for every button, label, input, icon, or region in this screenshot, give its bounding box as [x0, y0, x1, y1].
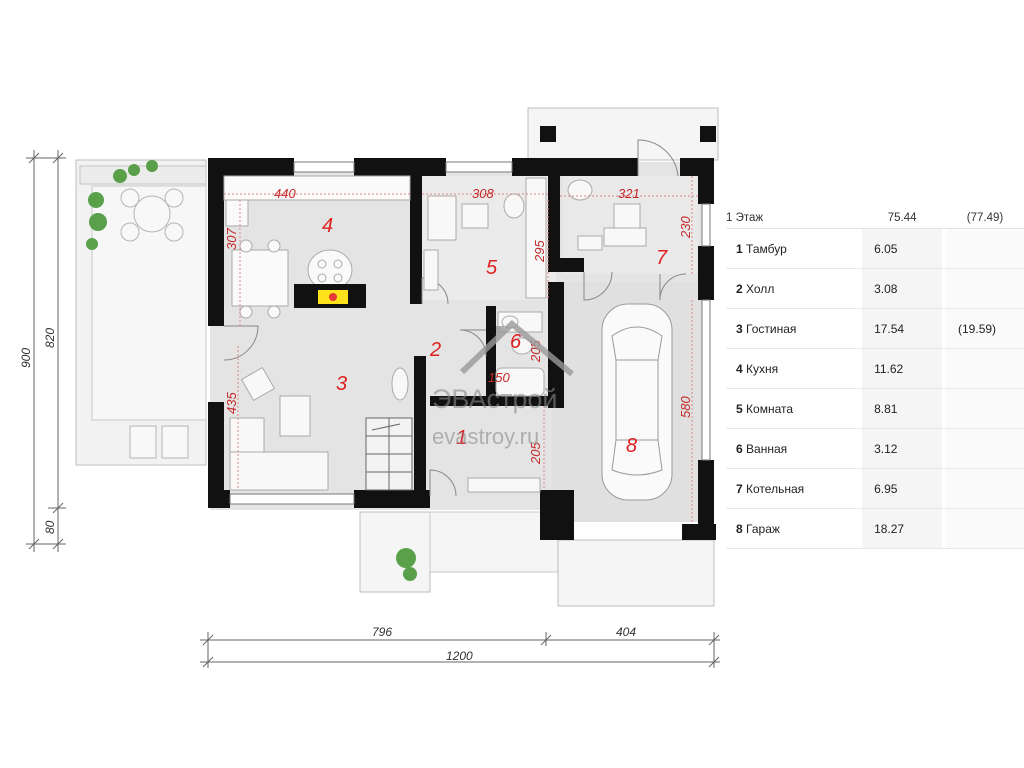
room-label: 8 Гараж [726, 522, 862, 536]
room-number-2: 2 [429, 339, 441, 361]
room-area-total [946, 389, 1024, 428]
room-area: 3.08 [862, 269, 943, 308]
watermark-site: evastroy.ru [432, 424, 539, 449]
terrace-furniture [120, 188, 189, 459]
room-label: 3 Гостиная [726, 322, 862, 336]
kitchen-depth-dim: 307 [224, 228, 239, 250]
dim-height-main: 820 [43, 328, 57, 348]
doors [223, 139, 687, 497]
room5-depth-dim: 295 [532, 240, 547, 263]
room-label: 7 Котельная [726, 482, 862, 496]
room-area-total [946, 349, 1024, 388]
room-name: Холл [746, 281, 775, 296]
floor-plan: 4 5 7 2 3 6 1 8 440 308 321 307 295 230 … [19, 107, 720, 668]
room-label: 2 Холл [726, 282, 862, 296]
room-number-1: 1 [456, 427, 467, 449]
kitchen-width-dim: 440 [274, 186, 296, 201]
room-label: 6 Ванная [726, 442, 862, 456]
room-number-7: 7 [656, 247, 668, 269]
room-number: 1 [736, 241, 743, 256]
floor-area: 75.44 [887, 212, 917, 224]
room-number: 5 [736, 401, 743, 416]
room-label: 1 Тамбур [726, 242, 862, 256]
room-area: 8.81 [862, 389, 943, 428]
room-numbers: 4 5 7 2 3 6 1 8 [322, 215, 668, 457]
room-label: 4 Кухня [726, 362, 862, 376]
room-area: 18.27 [862, 509, 943, 548]
room-number: 4 [736, 361, 743, 376]
porch [359, 107, 719, 607]
room-number: 8 [736, 521, 743, 536]
floor-label: 1 Этаж [726, 212, 764, 224]
room-number: 7 [736, 481, 743, 496]
room-number-5: 5 [486, 257, 498, 279]
room-name: Гараж [746, 521, 780, 536]
boiler-width-dim: 321 [618, 186, 640, 201]
walls [208, 126, 716, 540]
bath-fixtures [495, 311, 545, 397]
room-name: Кухня [746, 361, 779, 376]
room-name: Гостиная [746, 321, 797, 336]
boiler-equipment [567, 179, 647, 251]
room-area-total [946, 269, 1024, 308]
boiler-depth-dim: 230 [678, 216, 693, 239]
room-number-3: 3 [336, 373, 347, 395]
car [601, 303, 673, 501]
room-area-total [946, 229, 1024, 268]
room-number-4: 4 [322, 215, 333, 237]
room-area-total [946, 509, 1024, 548]
kitchen-furniture [223, 175, 411, 319]
living-depth-dim: 435 [224, 392, 239, 414]
room-number-6: 6 [510, 331, 522, 353]
room-number: 6 [736, 441, 743, 456]
room-label: 5 Комната [726, 402, 862, 416]
outer-dimension-lines [26, 150, 720, 668]
room-area: 6.05 [862, 229, 943, 268]
room-area: 11.62 [862, 349, 943, 388]
windows [229, 161, 711, 505]
room-name: Комната [746, 401, 794, 416]
room5-furniture [423, 177, 547, 299]
room-area-total [946, 429, 1024, 468]
dim-right-width: 404 [616, 625, 636, 639]
room-number-8: 8 [626, 435, 637, 457]
plants [86, 160, 417, 581]
room-name: Ванная [746, 441, 788, 456]
bath-width-dim: 150 [488, 370, 510, 385]
room-area: 17.54 [862, 309, 943, 348]
dim-overall-width: 1200 [446, 649, 473, 663]
watermark-brand: ЭВАстрой [432, 384, 558, 414]
room-area-total [946, 469, 1024, 508]
room-number: 2 [736, 281, 743, 296]
stairs [365, 417, 413, 491]
watermark-logo: ЭВАстрой evastroy.ru [432, 319, 574, 449]
fireplace [294, 284, 366, 308]
table-header-row: 1 Этаж 75.44 (77.49) [726, 208, 1024, 229]
room5-width-dim: 308 [472, 186, 494, 201]
floor-area-total: (77.49) [966, 212, 1004, 224]
dim-left-width: 796 [372, 625, 392, 639]
dim-height-porch: 80 [43, 520, 57, 534]
interior-dimensions [224, 176, 698, 524]
room-name: Котельная [746, 481, 805, 496]
vestibule-depth-dim: 205 [528, 442, 543, 465]
room-number: 3 [736, 321, 743, 336]
room-area: 6.95 [862, 469, 943, 508]
living-furniture [229, 366, 409, 491]
room-area-total: (19.59) [946, 309, 1024, 348]
garage-depth-dim: 580 [678, 396, 693, 418]
room-area: 3.12 [862, 429, 943, 468]
dim-overall-height: 900 [19, 348, 33, 368]
room-name: Тамбур [746, 241, 787, 256]
